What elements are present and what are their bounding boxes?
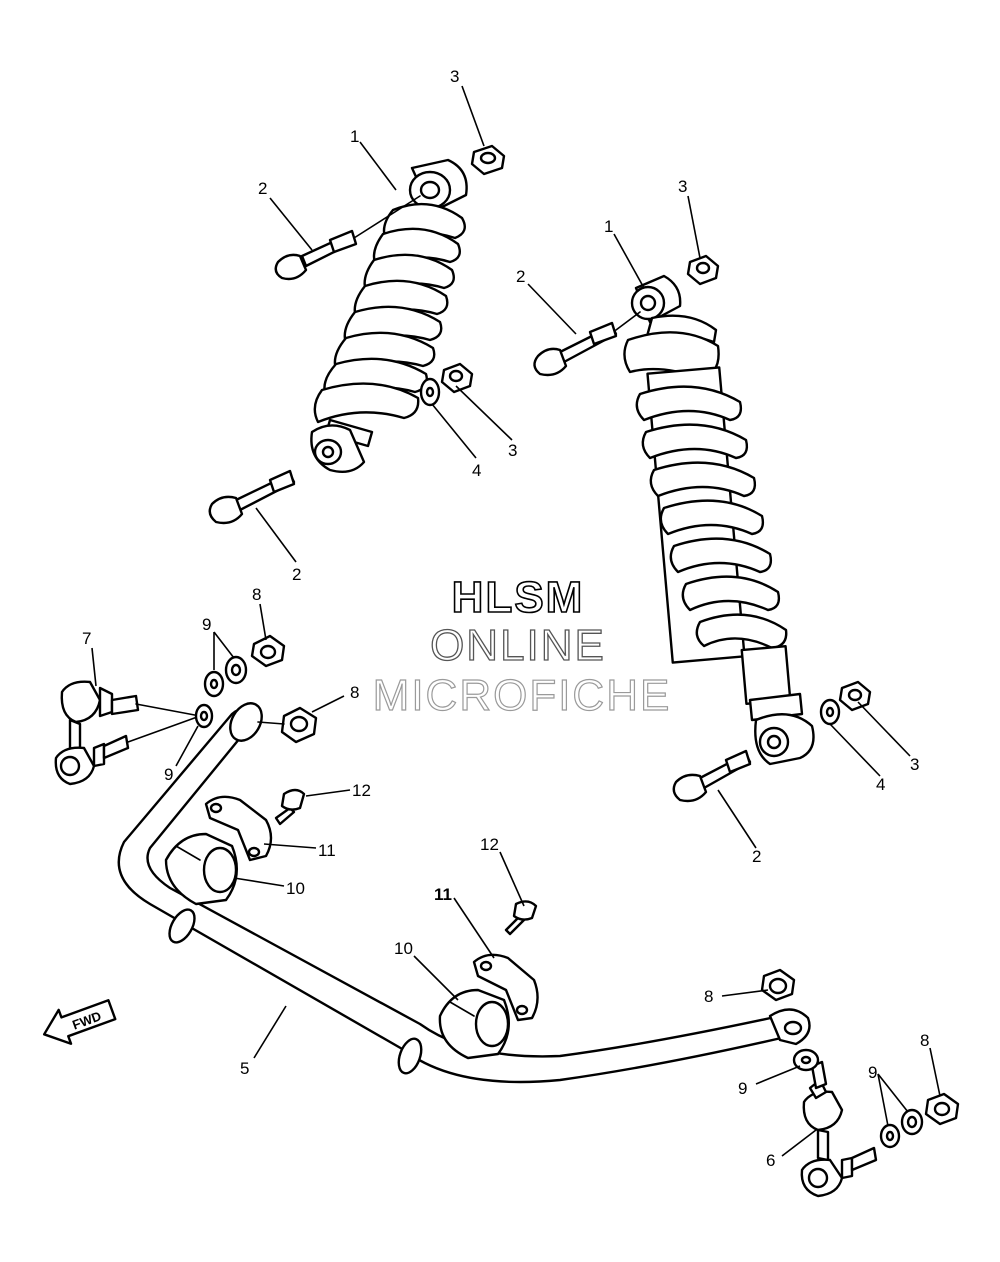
watermark-line-1: HLSM bbox=[452, 573, 585, 622]
callout-1-right: 1 bbox=[604, 217, 613, 236]
left-link-rod bbox=[54, 680, 201, 786]
left-top-nut bbox=[470, 144, 506, 176]
right-shock-absorber bbox=[623, 274, 815, 766]
right-lower-bolt bbox=[672, 749, 752, 803]
left-upper-washers bbox=[203, 655, 248, 698]
right-lower-link-nut bbox=[924, 1092, 960, 1126]
callout-11-left: 11 bbox=[318, 841, 336, 860]
left-bracket bbox=[204, 795, 273, 862]
callout-3-right-low: 3 bbox=[910, 755, 919, 774]
callout-2-right-top: 2 bbox=[516, 267, 525, 286]
callout-12-right: 12 bbox=[480, 835, 499, 854]
left-upper-nut bbox=[250, 634, 286, 668]
right-lower-washers bbox=[879, 1108, 924, 1149]
callout-8-right-low: 8 bbox=[920, 1031, 929, 1050]
right-bushing bbox=[438, 988, 510, 1060]
callout-12-left: 12 bbox=[352, 781, 371, 800]
callout-8-left-mid: 8 bbox=[350, 683, 359, 702]
callout-3-right-top: 3 bbox=[678, 177, 687, 196]
callout-labels: 1 2 3 3 4 2 1 3 2 3 4 2 5 6 7 8 8 8 8 9 … bbox=[82, 67, 929, 1170]
callout-10-left: 10 bbox=[286, 879, 305, 898]
right-bracket-bolt bbox=[504, 900, 538, 936]
callout-2-left-top: 2 bbox=[258, 179, 267, 198]
right-upper-bolt bbox=[533, 311, 641, 377]
left-lower-washer bbox=[419, 377, 441, 407]
right-bracket bbox=[472, 953, 539, 1022]
left-lower-bolt bbox=[208, 469, 296, 525]
callout-7: 7 bbox=[82, 629, 91, 648]
stabilizer-bar bbox=[117, 702, 811, 1084]
callout-6: 6 bbox=[766, 1151, 775, 1170]
callout-5: 5 bbox=[240, 1059, 249, 1078]
right-upper-nut bbox=[760, 968, 796, 1002]
callout-11-right: 11 bbox=[434, 885, 452, 904]
callout-2-left-low: 2 bbox=[292, 565, 301, 584]
left-lower-nut bbox=[440, 362, 474, 394]
callout-9-left-top: 9 bbox=[202, 615, 211, 634]
right-link-rod bbox=[800, 1060, 878, 1198]
callout-8-left-top: 8 bbox=[252, 585, 261, 604]
callout-4-left: 4 bbox=[472, 461, 481, 480]
left-lower-link-nut bbox=[257, 706, 318, 744]
left-upper-bolt bbox=[274, 195, 421, 281]
left-shock-absorber bbox=[310, 158, 468, 473]
fwd-arrow-icon: FWD bbox=[42, 999, 117, 1045]
right-mid-washer bbox=[792, 1048, 820, 1072]
callout-10-right: 10 bbox=[394, 939, 413, 958]
callout-4-right: 4 bbox=[876, 775, 885, 794]
callout-1-left: 1 bbox=[350, 127, 359, 146]
callout-8-right-top: 8 bbox=[704, 987, 713, 1006]
callout-2-right-low: 2 bbox=[752, 847, 761, 866]
callout-9-right-low: 9 bbox=[868, 1063, 877, 1082]
left-bracket-bolt bbox=[274, 788, 306, 826]
watermark-line-3: MICROFICHE bbox=[373, 671, 672, 720]
right-lower-washer bbox=[819, 698, 841, 726]
callout-9-left-low: 9 bbox=[164, 765, 173, 784]
right-lower-nut bbox=[838, 680, 872, 712]
left-lower-link-washer bbox=[194, 703, 214, 729]
watermark-line-2: ONLINE bbox=[430, 621, 606, 670]
callout-3-left-low: 3 bbox=[508, 441, 517, 460]
callout-9-right-mid: 9 bbox=[738, 1079, 747, 1098]
right-top-nut bbox=[686, 254, 720, 286]
callout-3-left-top: 3 bbox=[450, 67, 459, 86]
watermark: HLSM ONLINE MICROFICHE bbox=[372, 572, 672, 720]
leader-lines bbox=[91, 85, 941, 1157]
left-bushing bbox=[164, 832, 238, 906]
